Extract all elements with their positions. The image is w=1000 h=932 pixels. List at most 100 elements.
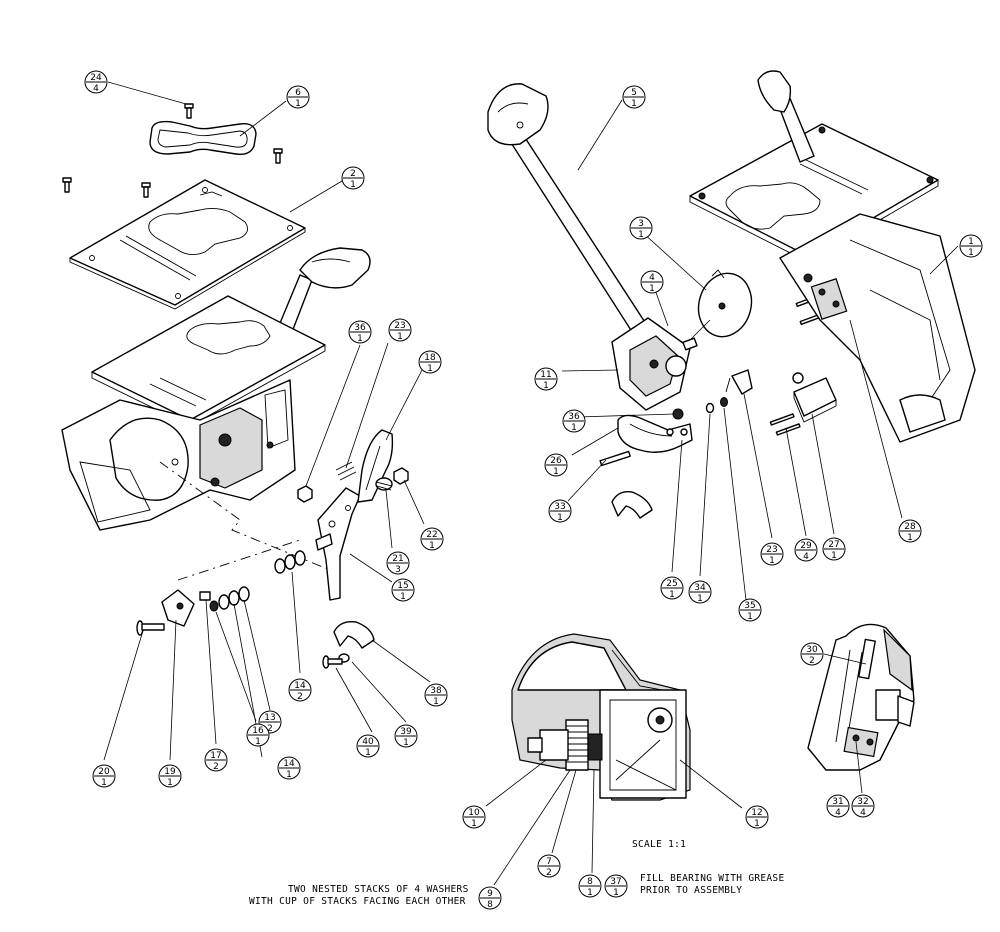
balloon-quantity: 1 — [403, 738, 409, 748]
balloon-quantity: 1 — [167, 778, 173, 788]
balloon-quantity: 1 — [613, 888, 619, 898]
balloon-quantity: 1 — [831, 551, 837, 561]
balloon-item-number: 32 — [857, 797, 868, 807]
balloon-item-number: 40 — [362, 737, 374, 747]
callout-balloon-7: 72 — [537, 854, 561, 878]
balloon-quantity: 1 — [365, 748, 371, 758]
disc-part-3 — [689, 269, 753, 341]
balloon-item-number: 14 — [294, 681, 306, 691]
callout-balloon-2: 21 — [341, 166, 365, 190]
balloon-quantity: 1 — [397, 332, 403, 342]
callout-balloon-34: 341 — [688, 580, 712, 604]
leader-lines — [103, 81, 959, 886]
spring-part-23 — [335, 461, 357, 481]
balloon-quantity: 1 — [631, 99, 637, 109]
balloon-quantity: 4 — [835, 808, 841, 818]
callout-balloon-17: 172 — [204, 748, 228, 772]
balloon-item-number: 27 — [828, 540, 839, 550]
callout-balloon-28: 281 — [898, 519, 922, 543]
balloon-item-number: 23 — [766, 545, 777, 555]
balloon-item-number: 15 — [397, 581, 408, 591]
callout-balloon-26: 261 — [544, 453, 568, 477]
washers-note-line2: WITH CUP OF STACKS FACING EACH OTHER — [249, 896, 466, 907]
callout-balloon-3: 31 — [629, 216, 653, 240]
balloon-quantity: 1 — [543, 381, 549, 391]
balloon-quantity: 1 — [571, 423, 577, 433]
main-housing-assembly — [61, 247, 371, 531]
washer-part-35 — [720, 397, 728, 407]
balloon-item-number: 5 — [631, 88, 637, 98]
balloon-quantity: 1 — [769, 556, 775, 566]
callout-balloon-6: 61 — [286, 85, 310, 109]
balloon-quantity: 1 — [295, 99, 301, 109]
balloon-quantity: 2 — [213, 762, 219, 772]
right-exploded-assembly — [487, 70, 976, 519]
balloon-quantity: 1 — [427, 364, 433, 374]
bolt-part-20 — [136, 620, 165, 636]
clamp-part — [611, 491, 653, 519]
balloon-item-number: 14 — [283, 759, 295, 769]
callout-balloon-4: 41 — [640, 270, 664, 294]
balloon-quantity: 8 — [487, 900, 493, 910]
balloon-quantity: 1 — [429, 541, 435, 551]
callout-balloon-14: 142 — [288, 678, 312, 702]
balloon-item-number: 11 — [540, 370, 551, 380]
balloon-item-number: 1 — [968, 237, 974, 247]
callout-balloon-19: 191 — [158, 764, 182, 788]
balloon-item-number: 37 — [610, 877, 621, 887]
balloon-quantity: 1 — [400, 592, 406, 602]
top-plate-part-2 — [69, 179, 306, 310]
callout-balloon-22: 221 — [420, 527, 444, 551]
callout-balloon-1: 11 — [959, 234, 983, 258]
balloon-item-number: 22 — [426, 530, 437, 540]
callout-balloon-18: 181 — [418, 350, 442, 374]
balloon-item-number: 31 — [832, 797, 843, 807]
bolt-part-10 — [527, 729, 569, 761]
balloon-quantity: 1 — [471, 819, 477, 829]
balloon-quantity: 4 — [860, 808, 866, 818]
balloon-item-number: 29 — [800, 541, 812, 551]
spring-part-21 — [375, 477, 393, 491]
pin-part-17 — [199, 591, 211, 601]
washer-part-34 — [705, 402, 715, 414]
balloon-quantity: 1 — [286, 770, 292, 780]
callout-balloon-21: 213 — [386, 551, 410, 575]
grease-note-line1: FILL BEARING WITH GREASE — [640, 873, 784, 884]
balloon-item-number: 24 — [90, 73, 102, 83]
balloon-item-number: 23 — [394, 321, 405, 331]
balloon-item-number: 6 — [295, 88, 301, 98]
washers-note-line1: TWO NESTED STACKS OF 4 WASHERS — [288, 884, 469, 895]
screws-part-29 — [769, 295, 821, 436]
balloon-quantity: 2 — [546, 868, 552, 878]
balloon-item-number: 21 — [392, 554, 403, 564]
clamp-part-38 — [333, 621, 375, 649]
balloon-item-number: 26 — [550, 456, 562, 466]
callout-balloon-15: 151 — [391, 578, 415, 602]
balloon-item-number: 13 — [264, 713, 275, 723]
balloon-item-number: 28 — [904, 522, 916, 532]
callout-balloon-27: 271 — [822, 537, 846, 561]
balloon-item-number: 18 — [424, 353, 436, 363]
balloon-quantity: 1 — [433, 697, 439, 707]
tab-part-23 — [725, 369, 753, 395]
callout-balloon-25: 251 — [660, 576, 684, 600]
balloon-quantity: 1 — [747, 612, 753, 622]
balloon-item-number: 3 — [638, 219, 644, 229]
balloon-item-number: 7 — [546, 857, 552, 867]
washer-stack-part-9 — [565, 719, 589, 771]
balloon-item-number: 35 — [744, 601, 755, 611]
balloon-item-number: 34 — [694, 583, 706, 593]
balloon-quantity: 1 — [357, 334, 363, 344]
callout-balloon-20: 201 — [92, 764, 116, 788]
balloon-quantity: 1 — [557, 513, 563, 523]
balloon-quantity: 2 — [297, 692, 303, 702]
balloon-quantity: 1 — [968, 248, 974, 258]
callout-balloon-12: 121 — [745, 805, 769, 829]
callout-balloon-5: 51 — [622, 85, 646, 109]
balloon-item-number: 4 — [649, 273, 655, 283]
washers-part-14 — [274, 550, 306, 574]
callout-balloon-23: 231 — [388, 318, 412, 342]
pin-part-33 — [599, 450, 631, 467]
callout-balloon-36: 361 — [562, 409, 586, 433]
balloon-quantity: 2 — [809, 656, 815, 666]
